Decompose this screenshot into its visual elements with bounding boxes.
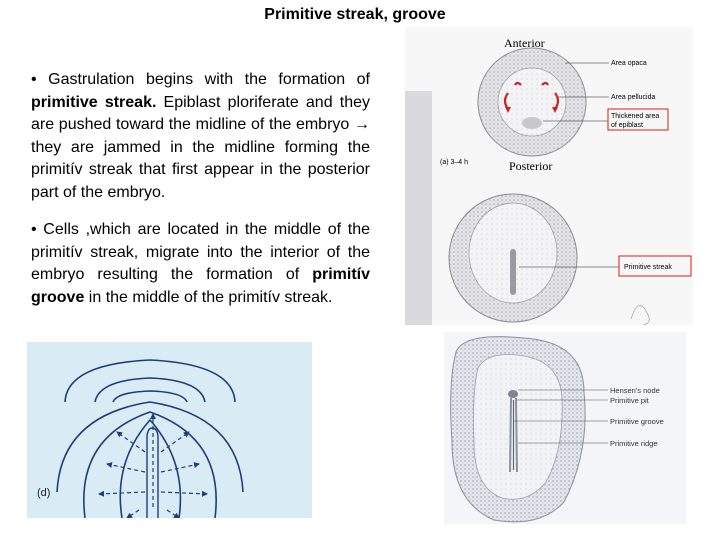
arrow-right-down (167, 510, 179, 518)
label-primitive-streak: Primitive streak (624, 264, 672, 271)
label-primitive-pit: Primitive pit (610, 396, 650, 405)
label-primitive-ridge: Primitive ridge (610, 439, 658, 448)
label-posterior: Posterior (509, 159, 552, 173)
contour-2 (95, 378, 205, 402)
figure-d-migration: (d) (27, 342, 312, 518)
label-stage-a: (a) 3–4 h (440, 159, 468, 166)
arrow-left-down (127, 510, 139, 518)
arrow-left-2 (107, 464, 145, 472)
contour-outer (57, 402, 243, 492)
figure-d-drawing: (d) (27, 342, 312, 518)
arrow-left-3 (99, 492, 145, 494)
paragraph-gastrulation: • Gastrulation begins with the formation… (31, 69, 370, 204)
thickened-epiblast (522, 117, 542, 129)
label-area-opaca: Area opaca (611, 60, 647, 67)
para2-text-b: in the middle of the primitív streak. (84, 289, 332, 306)
label-stage-d: (d) (37, 487, 50, 499)
paragraph-cell-migration: • Cells ,which are located in the middle… (31, 219, 370, 309)
figure-a-drawing: Anterior Posterior (a) 3–4 h Area opaca … (405, 27, 693, 325)
arrow-right-2 (161, 464, 199, 472)
contour-3 (113, 391, 187, 402)
para1-bold-primitive-streak: primitive streak. (31, 94, 156, 111)
label-anterior: Anterior (504, 36, 545, 50)
figure-a-blastoderm: Anterior Posterior (a) 3–4 h Area opaca … (405, 27, 693, 325)
scan-shadow (405, 91, 432, 325)
contour-1 (65, 360, 235, 402)
arrow-right-3 (161, 492, 207, 494)
label-primitive-groove: Primitive groove (610, 417, 664, 426)
hensens-node-mark (508, 390, 518, 398)
slide-title: Primitive streak, groove (0, 6, 710, 24)
label-hensens-node: Hensen's node (610, 386, 660, 395)
primitive-streak-mark (510, 249, 516, 295)
sketch-mark (631, 305, 649, 325)
para1-text-a: • Gastrulation begins with the formation… (31, 71, 370, 88)
label-thickened-1: Thickened area (611, 113, 659, 120)
figure-c-later-embryo: Hensen's node Primitive pit Primitive gr… (444, 332, 686, 524)
label-area-pellucida: Area pellucida (611, 94, 655, 101)
figure-c-drawing: Hensen's node Primitive pit Primitive gr… (444, 332, 686, 524)
label-thickened-2: of epiblast (611, 122, 643, 129)
